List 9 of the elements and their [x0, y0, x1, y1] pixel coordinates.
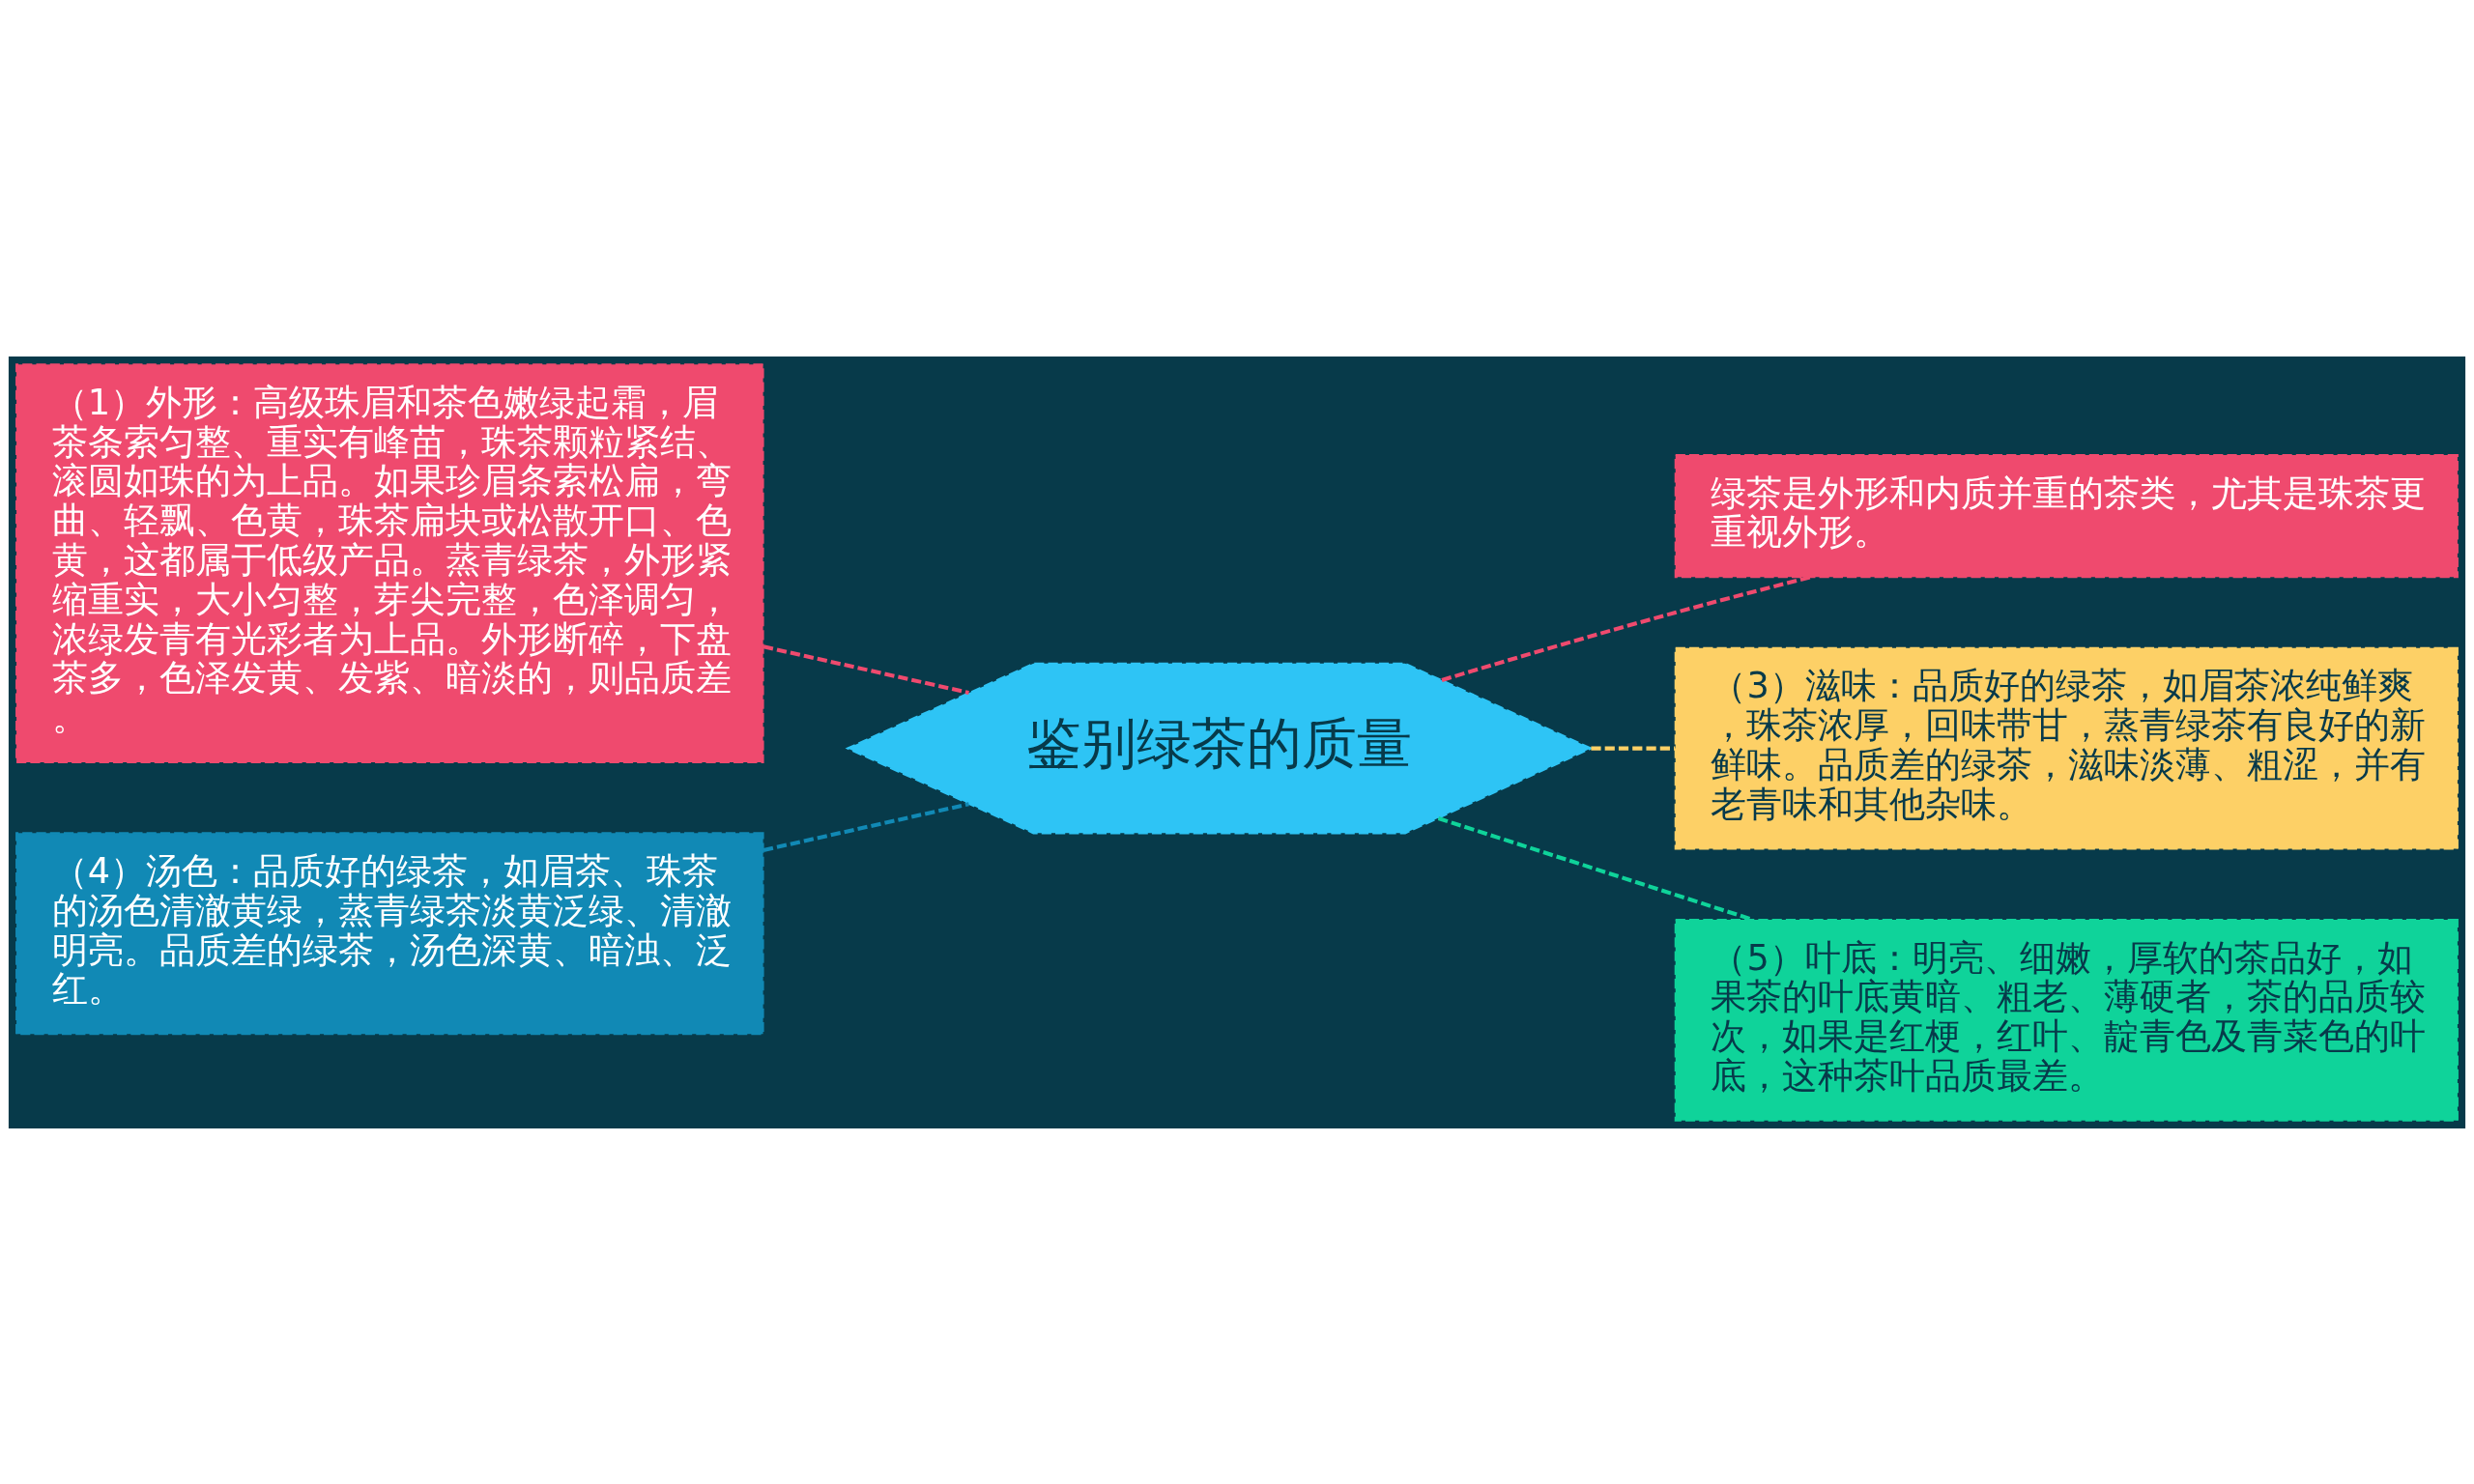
node-box: （4）汤色：品质好的绿茶，如眉茶、珠茶的汤色清澈黄绿，蒸青绿茶淡黄泛绿、清澈明亮。品质差的绿茶，汤色深黄、暗浊、泛红。 [15, 831, 764, 1035]
connector [1441, 574, 1812, 682]
connector [762, 801, 969, 852]
node-box: 绿茶是外形和内质并重的茶类，尤其是珠茶更重视外形。 [1674, 453, 2459, 578]
node-box: （5）叶底：明亮、细嫩，厚软的茶品好，如果茶的叶底黄暗、粗老、薄硬者，茶的品质较次，如果是红梗，红叶、靛青色及青菜色的叶底，这种茶叶品质最差。 [1674, 918, 2459, 1122]
connector [762, 643, 969, 695]
connector [1591, 746, 1676, 751]
node-box: （1）外形：高级珠眉和茶色嫩绿起霜，眉茶条索匀整、重实有峰苗，珠茶颗粒紧结、滚圆如珠的为上品。如果珍眉条索松扁，弯曲、轻飘、色黄，珠茶扁块或松散开口、色黄，这都属于低级产品。蒸青绿茶，外形紧缩重实，大小匀整，芽尖完整，色泽调匀，浓绿发青有光彩者为上品。外形断碎，下盘茶多，色泽发黄、发紫、暗淡的，则品质差。 [15, 362, 764, 763]
node-box: （3）滋味：品质好的绿茶，如眉茶浓纯鲜爽，珠茶浓厚，回味带甘，蒸青绿茶有良好的新鲜味。品质差的绿茶，滋味淡薄、粗涩，并有老青味和其他杂味。 [1674, 646, 2459, 850]
